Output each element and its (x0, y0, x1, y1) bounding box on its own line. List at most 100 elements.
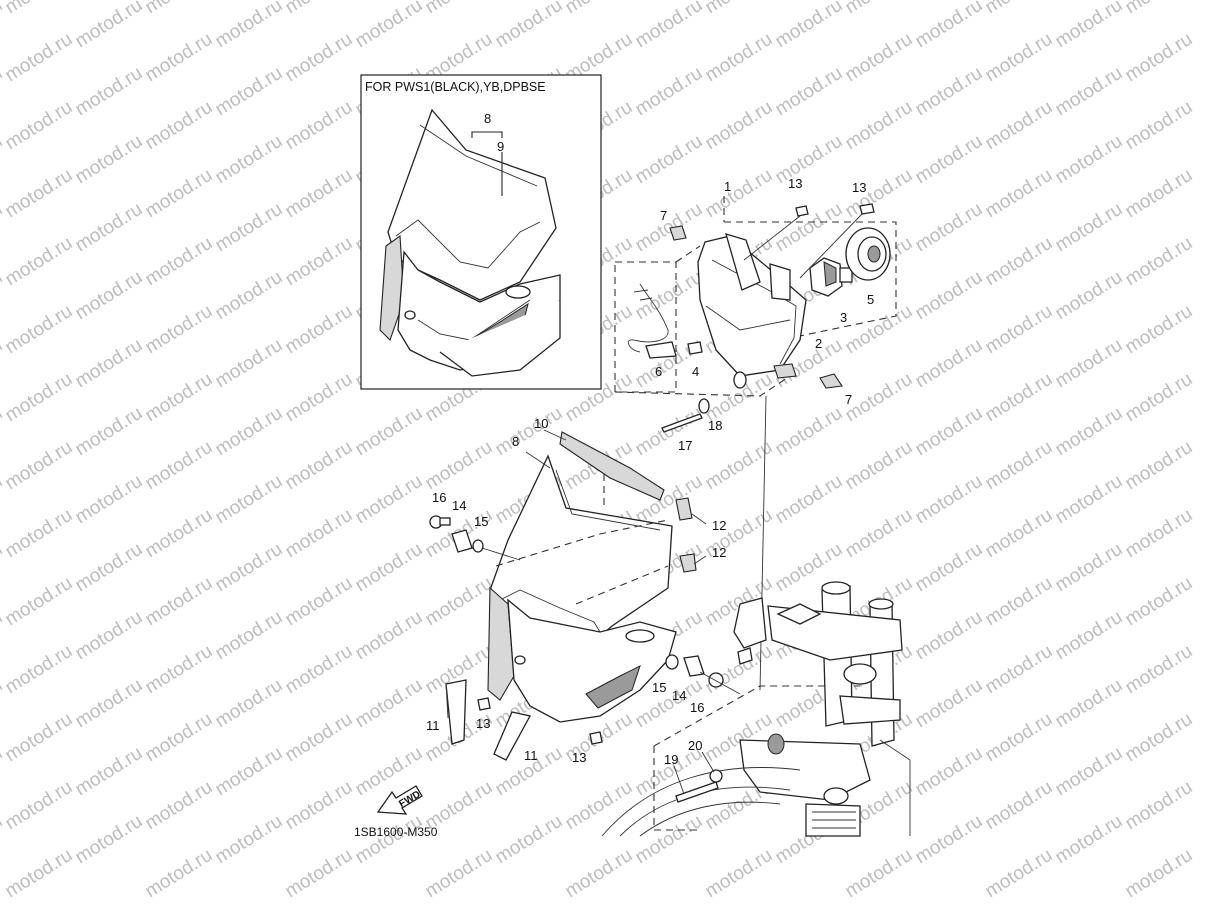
watermark-text: motod.ru (1052, 607, 1127, 665)
watermark-text: motod.ru (1052, 131, 1127, 189)
watermark-text: motod.ru (1052, 539, 1127, 597)
watermark-text: motod.ru (982, 233, 1057, 291)
watermark-text: motod.ru (1052, 63, 1127, 121)
watermark-text: motod.ru (1052, 743, 1127, 801)
watermark-text: motod.ru (772, 131, 847, 189)
watermark-text: motod.ru (912, 811, 987, 869)
callout-8-main: 8 (512, 434, 519, 449)
fwd-arrow-label: FWD (397, 789, 422, 810)
callout-13-left: 13 (476, 716, 490, 731)
socket-cover (845, 227, 891, 281)
watermark-text: motod.ru (72, 0, 147, 52)
watermark-text: motod.ru (842, 505, 917, 563)
watermark-text: motod.ru (1122, 369, 1197, 427)
callout-15-left: 15 (474, 514, 488, 529)
watermark-text: motod.ru (282, 369, 357, 427)
watermark-text: motod.ru (912, 267, 987, 325)
watermark-text: motod.ru (212, 743, 287, 801)
watermark-text: motod.ru (212, 403, 287, 461)
watermark-text: motod.ru (142, 301, 217, 359)
watermark-text: motod.ru (982, 165, 1057, 223)
watermark-text: motod.ru (1122, 437, 1197, 495)
watermark-text: motod.ru (772, 63, 847, 121)
watermark-text: motod.ru (352, 471, 427, 529)
watermark-text: motod.ru (72, 267, 147, 325)
watermark-text: motod.ru (2, 505, 77, 563)
watermark-text: motod.ru (632, 267, 707, 325)
watermark-text: motod.ru (772, 199, 847, 257)
watermark-text: motod.ru (1122, 777, 1197, 835)
headlight-assembly (614, 196, 897, 691)
fwd-arrow-icon: FWD (376, 785, 423, 815)
callout-17: 17 (678, 438, 692, 453)
watermark-text: motod.ru (282, 505, 357, 563)
callout-19: 19 (664, 752, 678, 767)
watermark-text: motod.ru (212, 131, 287, 189)
headlight-bulb (809, 257, 853, 297)
watermark-text: motod.ru (282, 301, 357, 359)
watermark-text: motod.ru (282, 641, 357, 699)
callout-2: 2 (815, 336, 822, 351)
watermark-text: motod.ru (1122, 505, 1197, 563)
watermark-text: motod.ru (212, 539, 287, 597)
watermark-text: motod.ru (1122, 573, 1197, 631)
watermark-text: motod.ru (2, 777, 77, 835)
callout-10: 10 (534, 416, 548, 431)
watermark-text: motod.ru (212, 0, 287, 52)
watermark-text: motod.ru (912, 335, 987, 393)
headlight-cowl (429, 429, 741, 761)
watermark-text: motod.ru (1052, 199, 1127, 257)
watermark-text: motod.ru (2, 437, 77, 495)
callout-4: 4 (692, 364, 699, 379)
watermark-text: motod.ru (982, 505, 1057, 563)
watermark-text: motod.ru (282, 0, 357, 18)
watermark-text: motod.ru (1052, 471, 1127, 529)
callout-6: 6 (655, 364, 662, 379)
callout-18: 18 (708, 418, 722, 433)
watermark-text: motod.ru (772, 0, 847, 52)
watermark-text: motod.ru (422, 845, 497, 903)
watermark-text: motod.ru (982, 29, 1057, 87)
watermark-text: motod.ru (982, 301, 1057, 359)
watermark-text: motod.ru (492, 403, 567, 461)
watermark-text: motod.ru (2, 573, 77, 631)
watermark-text: motod.ru (142, 29, 217, 87)
callout-8-inset: 8 (484, 111, 491, 126)
watermark-text: motod.ru (142, 573, 217, 631)
watermark-text: motod.ru (632, 131, 707, 189)
watermark-text: motod.ru (842, 437, 917, 495)
watermark-text: motod.ru (212, 199, 287, 257)
watermark-text: motod.ru (1052, 0, 1127, 52)
watermark-text: motod.ru (142, 165, 217, 223)
watermark-text: motod.ru (212, 607, 287, 665)
watermark-text: motod.ru (212, 471, 287, 529)
watermark-text: motod.ru (562, 777, 637, 835)
watermark-text: motod.ru (702, 845, 777, 903)
callout-13-top-right: 13 (852, 180, 866, 195)
watermark-text: motod.ru (842, 845, 917, 903)
watermark-text: motod.ru (2, 641, 77, 699)
watermark-text: motod.ru (212, 335, 287, 393)
watermark-text: motod.ru (1052, 267, 1127, 325)
watermark-text: motod.ru (1122, 97, 1197, 155)
watermark-text: motod.ru (2, 29, 77, 87)
watermark-text: motod.ru (212, 675, 287, 733)
watermark-text: motod.ru (632, 199, 707, 257)
watermark-text: motod.ru (982, 845, 1057, 903)
callout-3: 3 (840, 310, 847, 325)
inset-panel: FOR PWS1(BLACK),YB,DPBSE 8 9 (360, 74, 602, 390)
callout-12-lower: 12 (712, 545, 726, 560)
watermark-text: motod.ru (562, 845, 637, 903)
watermark-text: motod.ru (282, 97, 357, 155)
callout-11-right: 11 (524, 748, 538, 763)
watermark-text: motod.ru (912, 0, 987, 52)
watermark-text: motod.ru (282, 777, 357, 835)
callout-15-right: 15 (652, 680, 666, 695)
watermark-text: motod.ru (702, 29, 777, 87)
watermark-text: motod.ru (142, 97, 217, 155)
watermark-text: motod.ru (1122, 233, 1197, 291)
watermark-text: motod.ru (282, 573, 357, 631)
watermark-text: motod.ru (282, 29, 357, 87)
watermark-text: motod.ru (702, 97, 777, 155)
